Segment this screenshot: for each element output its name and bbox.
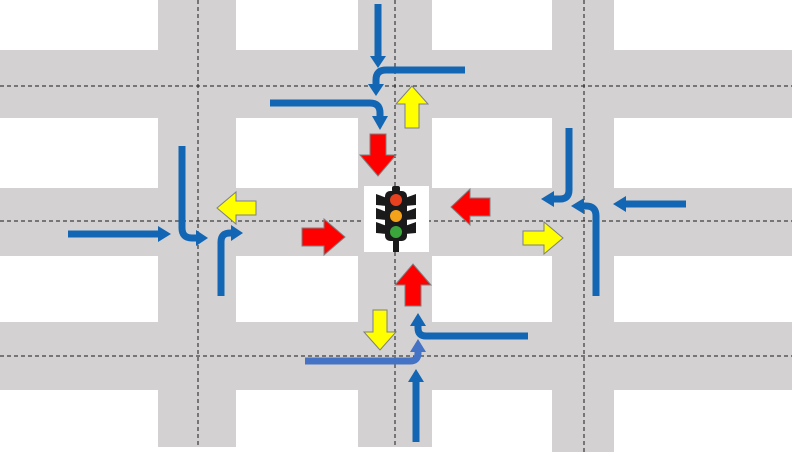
red-arrow-right xyxy=(301,217,346,257)
traffic-light-flap-right-top xyxy=(405,194,416,206)
yellow-arrow-right xyxy=(522,220,564,256)
red-arrow-up xyxy=(393,263,433,307)
yellow-arrow-left xyxy=(216,190,257,226)
road-vertical-left xyxy=(158,0,236,447)
traffic-light-cap xyxy=(392,186,400,192)
traffic-light-red-lamp xyxy=(390,194,402,206)
flow-arrow-top-from-left-turn xyxy=(270,99,384,118)
traffic-light-pole xyxy=(393,240,399,252)
traffic-light-amber-lamp xyxy=(390,210,402,222)
flow-arrowhead-top-from-left-turn xyxy=(372,116,388,130)
flow-arrowhead-right-from-top-turn xyxy=(541,191,554,207)
flow-arrow-right-from-top-turn xyxy=(552,128,573,203)
signal-inflow-arrows xyxy=(216,85,564,351)
red-arrow-left xyxy=(450,187,491,227)
traffic-light-green-lamp xyxy=(390,226,402,238)
flow-arrowhead-bottom-from-left-turn xyxy=(410,339,426,352)
signal-outflow-arrows xyxy=(301,133,491,307)
flow-arrowhead-left-inbound-right xyxy=(158,226,171,242)
traffic-flow-arrows xyxy=(68,4,686,442)
yellow-arrow-down xyxy=(362,309,398,351)
flow-arrow-top-from-right-turn xyxy=(372,66,465,86)
flow-arrow-right-from-bottom-turn xyxy=(582,202,600,296)
flow-arrowhead-left-from-bottom-turn xyxy=(231,225,243,241)
traffic-light-icon xyxy=(364,186,429,252)
flow-arrowhead-right-from-bottom-turn xyxy=(571,198,584,214)
red-arrow-down xyxy=(358,133,398,177)
flow-arrowhead-right-inbound-left xyxy=(613,196,626,212)
flow-arrowhead-top-from-right-turn xyxy=(368,84,384,96)
traffic-light-flap-right-mid xyxy=(405,208,416,220)
flow-arrowhead-top-inbound-down xyxy=(370,56,386,68)
flow-arrow-left-from-bottom-turn xyxy=(217,229,234,296)
traffic-light-flap-left-mid xyxy=(376,208,387,220)
traffic-light-flap-right-bottom xyxy=(405,222,416,234)
yellow-arrow-up xyxy=(394,85,430,129)
traffic-light-flap-left-bottom xyxy=(376,222,387,234)
flow-arrow-bottom-from-right-turn xyxy=(414,324,528,340)
flow-arrowhead-bottom-from-right-turn xyxy=(410,313,426,326)
flow-arrowhead-bottom-inbound-up xyxy=(408,369,424,382)
flow-arrow-bottom-from-left-turn xyxy=(305,349,422,365)
flow-arrowhead-left-from-top-turn xyxy=(196,230,208,246)
road-vertical-right xyxy=(552,0,614,452)
flow-arrow-left-from-top-turn xyxy=(178,146,198,242)
traffic-light-flap-left-top xyxy=(376,194,387,206)
